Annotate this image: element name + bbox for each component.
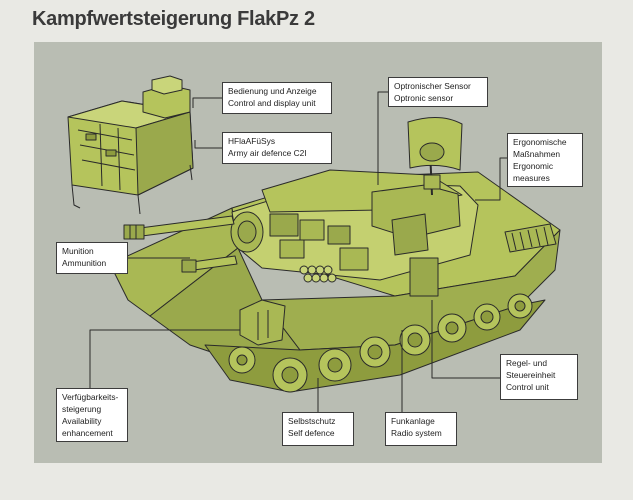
label-de: Selbstschutz [288,416,336,426]
label-de: Funkanlage [391,416,435,426]
label-en: Availability [62,416,102,426]
label-de: Steuereinheit [506,370,556,380]
label-en: Radio system [391,428,442,438]
label-de: Bedienung und Anzeige [228,86,317,96]
label-en: enhancement [62,428,113,438]
label-de: Munition [62,246,94,256]
label-control-unit: Regel- und Steuereinheit Control unit [500,354,578,400]
label-en: measures [513,173,550,183]
label-de: Maßnahmen [513,149,561,159]
label-control-display-unit: Bedienung und Anzeige Control and displa… [222,82,332,114]
label-de: Regel- und [506,358,547,368]
label-en: Ergonomic [513,161,554,171]
label-en: Control unit [506,382,549,392]
label-de: Optronischer Sensor [394,81,471,91]
gun-barrels [123,215,238,273]
label-ergonomic-measures: Ergonomische Maßnahmen Ergonomic measure… [507,133,583,187]
label-de: Verfügbarkeits- [62,392,119,402]
label-en: Control and display unit [228,98,316,108]
label-de: HFlaAFüSys [228,136,276,146]
label-en: Ammunition [62,258,107,268]
label-radio-system: Funkanlage Radio system [385,412,457,446]
label-en: Optronic sensor [394,93,454,103]
label-availability-enhancement: Verfügbarkeits- steigerung Availability … [56,388,128,442]
label-de: steigerung [62,404,102,414]
tracks-and-wheels [204,293,546,393]
optronic-sensor [407,117,463,196]
label-optronic-sensor: Optronischer Sensor Optronic sensor [388,77,488,107]
control-display-console [67,75,194,215]
label-de: Ergonomische [513,137,567,147]
label-army-air-defence-c2i: HFlaAFüSys Army air defence C2I [222,132,332,164]
label-ammunition: Munition Ammunition [56,242,128,274]
label-en: Army air defence C2I [228,148,307,158]
label-self-defence: Selbstschutz Self defence [282,412,354,446]
turret [230,169,479,346]
page-title: Kampfwertsteigerung FlakPz 2 [32,8,315,30]
label-en: Self defence [288,428,335,438]
callout-lines [89,91,507,412]
